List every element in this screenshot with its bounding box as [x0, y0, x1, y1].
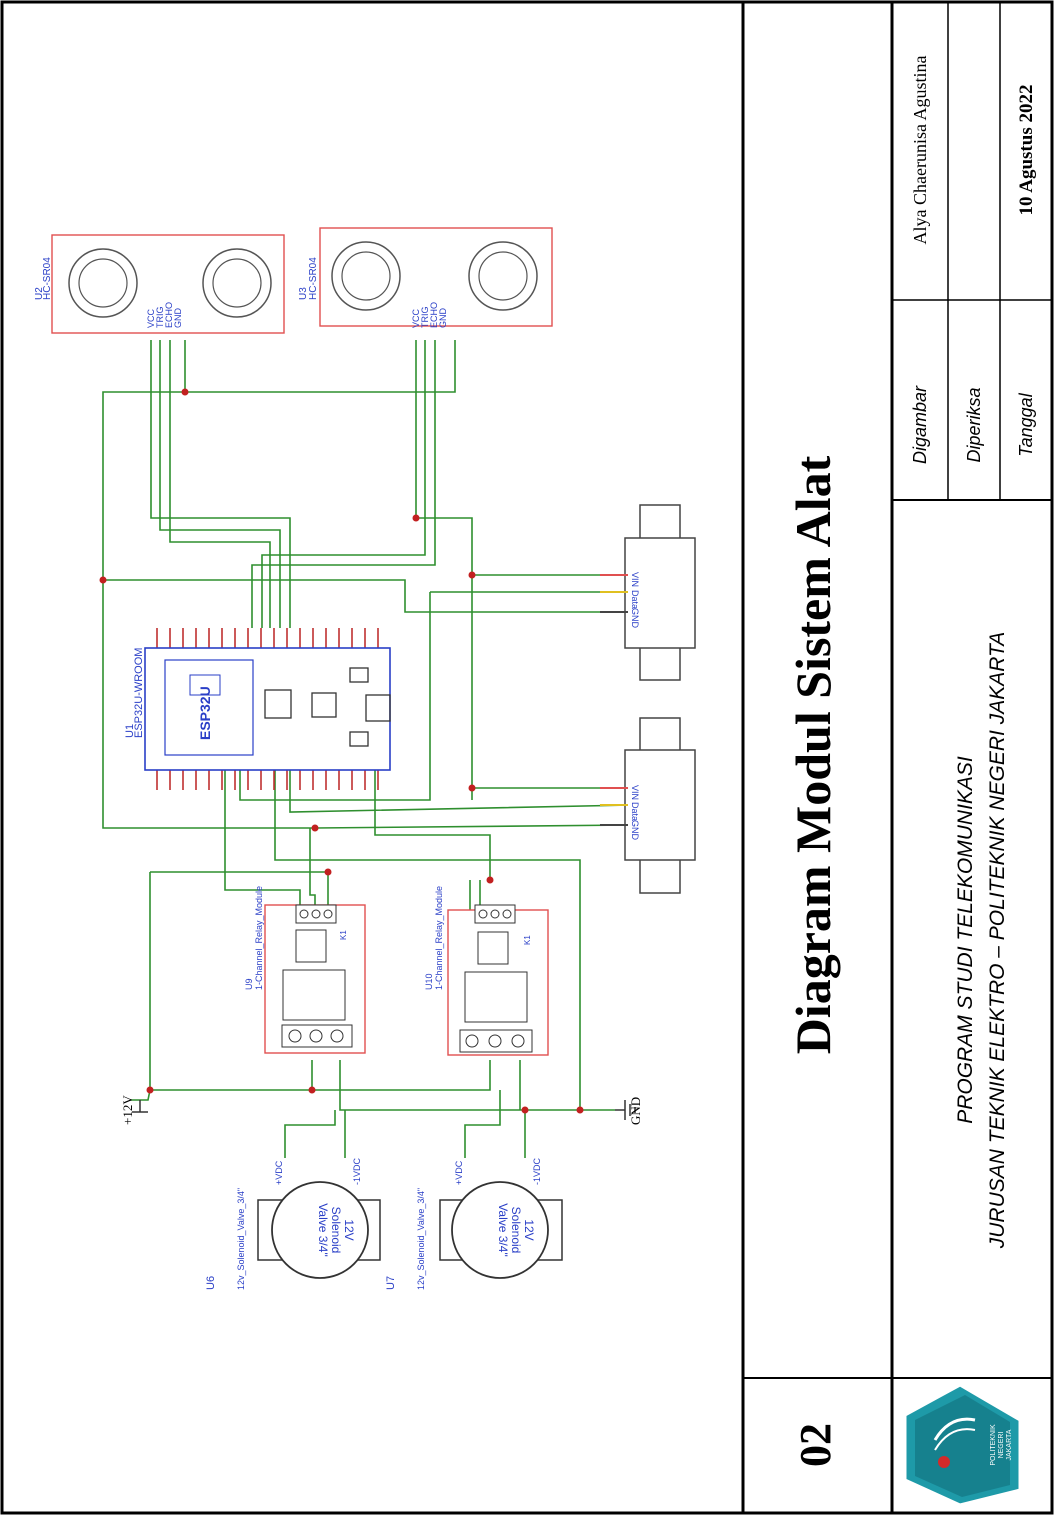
solenoid-valve-u6: U6 12v_Solenoid_Valve_3/4" +VDC -1VDC 12… — [205, 1157, 381, 1290]
logo-text-3: JAKARTA — [1006, 1429, 1013, 1460]
drawn-value: Alya Chaerunisa Agustina — [910, 56, 930, 245]
u6-minus: -1VDC — [352, 1157, 362, 1185]
u9-k1: K1 — [339, 930, 348, 940]
u6-body-2: Solenoid — [329, 1207, 343, 1254]
u3-pin-trig: TRIG — [420, 307, 430, 329]
flow-bottom-gnd: GND — [630, 820, 640, 841]
flow-sensor-bottom: VIN Data GND — [600, 717, 696, 894]
relay-module-u10: U10 1-Channel_Relay_Module K1 — [424, 886, 549, 1056]
u2-pin-echo: ECHO — [164, 302, 174, 328]
u3-pin-gnd: GND — [438, 308, 448, 329]
ground-symbol: GND — [615, 1097, 643, 1125]
ultrasonic-sensor-u3: U3 HC-SR04 VCC TRIG ECHO GND — [298, 227, 553, 329]
u6-plus: +VDC — [274, 1160, 284, 1185]
usb-port-icon — [365, 694, 391, 722]
u2-pin-vcc: VCC — [146, 308, 156, 328]
u3-pin-echo: ECHO — [429, 302, 439, 328]
u7-body-2: Solenoid — [509, 1207, 523, 1254]
checked-label: Diperiksa — [964, 387, 984, 462]
u9-ref: U9 — [244, 978, 254, 990]
u2-pin-gnd: GND — [173, 308, 183, 329]
power-12v-label: +12V — [120, 1095, 135, 1125]
u2-pin-trig: TRIG — [155, 307, 165, 329]
u6-body-1: 12V — [342, 1219, 356, 1240]
wire-network — [102, 340, 633, 1158]
date-label: Tanggal — [1016, 392, 1036, 456]
u3-ref: U3 — [298, 287, 309, 300]
regulator-icon — [264, 689, 292, 719]
u2-part: HC-SR04 — [42, 257, 53, 300]
program-name: PROGRAM STUDI TELEKOMUNIKASI — [954, 756, 977, 1124]
boot-button-icon — [349, 667, 369, 683]
u6-ref: U6 — [205, 1276, 217, 1290]
pnj-logo-icon: POLITEKNIK NEGERI JAKARTA — [903, 1383, 1022, 1507]
solenoid-valve-u7: U7 12v_Solenoid_Valve_3/4" +VDC -1VDC 12… — [385, 1157, 563, 1290]
u9-part: 1-Channel_Relay_Module — [254, 886, 264, 990]
wire-junctions — [99, 388, 584, 1114]
logo-text-1: POLITEKNIK — [990, 1424, 997, 1466]
u2-ref: U2 — [34, 287, 45, 300]
flow-bottom-vin: VIN — [630, 785, 640, 800]
relay-module-u9: U9 1-Channel_Relay_Module K1 — [244, 886, 366, 1054]
flow-bottom-data: Data — [630, 802, 640, 821]
sheet-number: 02 — [791, 1423, 840, 1467]
u7-minus: -1VDC — [532, 1157, 542, 1185]
u7-part: 12v_Solenoid_Valve_3/4" — [416, 1188, 426, 1290]
power-12v-symbol: +12V — [120, 1095, 148, 1125]
u7-ref: U7 — [385, 1276, 397, 1290]
esp32-can — [164, 659, 254, 756]
ultrasonic-sensor-u2: U2 HC-SR04 VCC TRIG ECHO GND — [34, 234, 285, 334]
esp32-chip-label: ESP32U — [197, 686, 213, 740]
u7-body-1: 12V — [522, 1219, 536, 1240]
u10-ref: U10 — [424, 973, 434, 990]
logo-text-2: NEGERI — [998, 1432, 1005, 1459]
u6-part: 12v_Solenoid_Valve_3/4" — [236, 1188, 246, 1290]
department-name: JURUSAN TEKNIK ELEKTRO – POLITEKNIK NEGE… — [986, 632, 1009, 1250]
flow-top-vin: VIN — [630, 572, 640, 587]
flow-top-gnd: GND — [630, 608, 640, 629]
u3-part: HC-SR04 — [308, 257, 319, 300]
esp32-module: U1 ESP32U-WROOM ESP32U — [124, 628, 391, 790]
u10-k1: K1 — [523, 935, 532, 945]
u7-plus: +VDC — [454, 1160, 464, 1185]
ground-label: GND — [628, 1097, 643, 1125]
u7-body-3: Valve 3/4" — [496, 1203, 510, 1256]
esp32-ref: U1 — [124, 724, 136, 738]
en-button-icon — [349, 731, 369, 747]
u3-pin-vcc: VCC — [411, 308, 421, 328]
esp32-bottom-pins — [156, 770, 379, 790]
date-value: 10 Agustus 2022 — [1016, 85, 1037, 216]
u10-part: 1-Channel_Relay_Module — [434, 886, 444, 990]
flow-sensor-top: VIN Data GND — [600, 504, 696, 681]
diagram-title: Diagram Modul Sistem Alat — [785, 455, 841, 1054]
esp32-top-pins — [156, 628, 379, 648]
drawn-label: Digambar — [910, 385, 930, 464]
chip-icon — [311, 692, 337, 718]
u6-body-3: Valve 3/4" — [316, 1203, 330, 1256]
flow-top-data: Data — [630, 590, 640, 609]
esp32-part: ESP32U-WROOM — [133, 648, 145, 738]
